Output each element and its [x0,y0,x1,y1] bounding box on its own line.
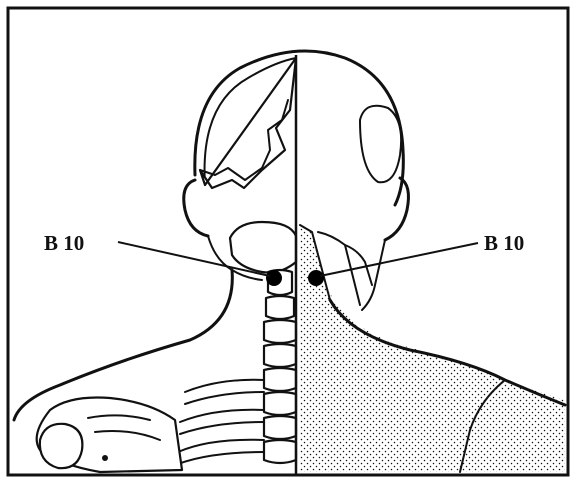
spine [264,270,296,463]
parietal-highlight [360,106,401,183]
right-ear [385,178,408,240]
scapula-mark [102,455,108,461]
mastoid-bone [230,222,296,273]
b10-point-left [266,270,282,286]
skin-stipple [300,225,565,472]
left-ear [184,180,208,236]
leader-line-right [320,243,478,276]
label-b10-left: B 10 [44,231,84,255]
label-b10-right: B 10 [484,231,524,255]
left-humerus-head [40,424,83,468]
b10-point-right [308,270,324,286]
left-shoulder-outline [14,270,232,420]
ribs [178,380,264,464]
neck-line-right [362,240,385,310]
